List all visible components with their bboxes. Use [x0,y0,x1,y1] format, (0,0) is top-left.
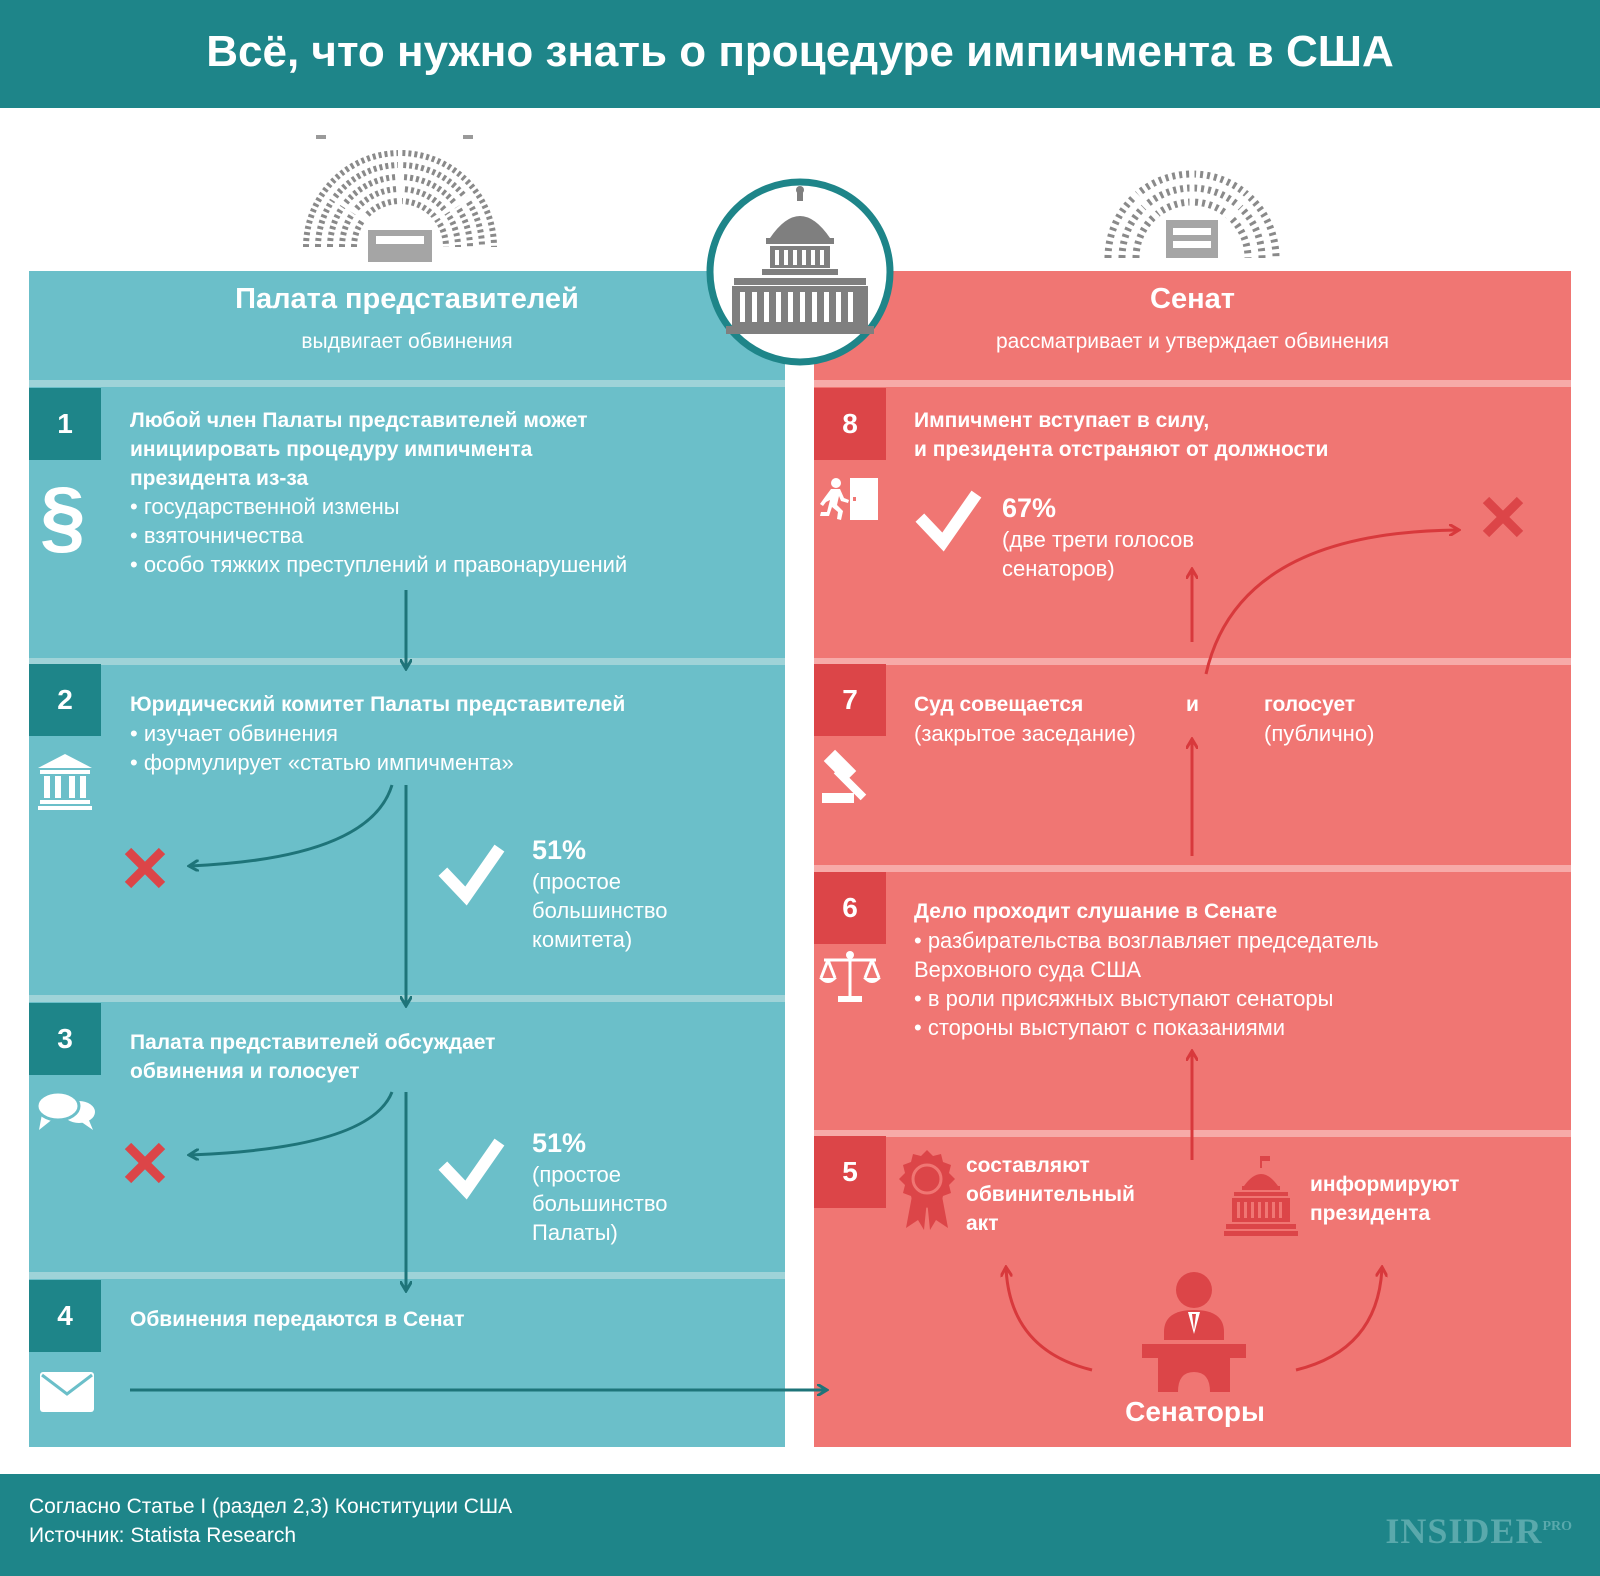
award-seal-icon [899,1150,955,1230]
page-title: Всё, что нужно знать о процедуре импичме… [206,27,1394,76]
step-7-right-bold: голосует [1264,693,1356,716]
courthouse-icon [38,754,92,810]
step-7-left-text: (закрытое заседание) [914,721,1136,746]
step-3-percent: 51% [532,1128,587,1158]
step-5-right-text: информируют президента [1310,1173,1460,1225]
separator [814,658,1571,665]
separator [29,380,785,387]
brand-name: INSIDER [1385,1511,1543,1551]
senate-panel [814,271,1571,1447]
exit-door-icon [820,478,878,520]
section-sign-icon: § [40,471,86,562]
footer-bar [0,1474,1600,1576]
footer-note: Согласно Статье I (раздел 2,3) Конституц… [29,1495,513,1518]
step-8-percent: 67% [1002,493,1057,523]
step-4-heading: Обвинения передаются в Сенат [130,1308,465,1331]
arrow-up-left [1006,1268,1093,1372]
step-6-item: • разбирательства возглавляет председате… [914,928,1379,982]
brand-logo: INSIDERPRO [1385,1510,1572,1552]
capitol-medallion [706,178,894,366]
step-number: 3 [29,1003,101,1075]
arrow-reject [1204,530,1458,675]
arrow-up-right [1295,1268,1382,1372]
cross-icon [124,847,166,889]
step-2-item: • формулирует «статью импичмента» [130,750,514,775]
cross-icon [1482,496,1524,538]
brand-sup: PRO [1542,1519,1572,1534]
step-5-left-text: составляют обвинительный акт [966,1154,1135,1235]
step-7-right-text: (публично) [1264,721,1375,746]
step-6-item: • в роли присяжных выступают сенаторы [914,986,1334,1011]
step-8-percent-text: (две трети голосов сенаторов) [1002,527,1195,581]
capitol-small-icon [1224,1156,1298,1236]
step-number: 1 [29,388,101,460]
step-number: 8 [814,388,886,460]
step-number: 5 [814,1136,886,1208]
step-2-heading: Юридический комитет Палаты представителе… [130,693,626,716]
step-2-percent-text: (простое большинство комитета) [532,869,668,952]
senate-title: Сенат [1150,283,1235,315]
step-8-heading: Импичмент вступает в силу, и президента … [914,409,1329,461]
check-icon [915,490,982,552]
step-1-item: • особо тяжких преступлений и правонаруш… [130,552,628,577]
step-3-percent-text: (простое большинство Палаты) [532,1162,668,1245]
step-2-item: • изучает обвинения [130,721,338,746]
house-title: Палата представителей [235,283,579,315]
chat-bubbles-icon [36,1090,95,1130]
house-chamber-icon [303,135,497,262]
senator-podium-icon [1142,1272,1246,1392]
step-3-heading: Палата представителей обсуждает обвинени… [130,1031,496,1083]
arrow-reject [190,1091,394,1155]
scales-icon [819,951,881,1002]
senate-subtitle: рассматривает и утверждает обвинения [995,330,1390,353]
step-1-item: • взяточничества [130,523,304,548]
step-number: 4 [29,1280,101,1352]
step-number: 6 [814,872,886,944]
gavel-icon [822,749,867,803]
check-icon [438,1138,505,1200]
separator [814,865,1571,872]
step-number: 2 [29,664,101,736]
cross-icon [124,1142,166,1184]
step-6-heading: Дело проходит слушание в Сенате [914,900,1278,923]
arrow-reject [190,784,394,866]
step-6-item: • стороны выступают с показаниями [914,1015,1286,1040]
header-bar [0,0,1600,108]
step-2-percent: 51% [532,835,587,865]
house-subtitle: выдвигает обвинения [301,330,513,353]
check-icon [438,844,505,906]
envelope-icon [40,1372,94,1412]
senate-chamber-icon [1104,168,1280,259]
step-7-and: и [1186,693,1199,716]
step-7-left-bold: Суд совещается [914,693,1084,716]
step-1-heading: Любой член Палаты представителей может и… [130,409,588,490]
separator [814,380,1571,387]
footer-source: Источник: Statista Research [29,1524,297,1547]
senators-label: Сенаторы [1125,1396,1265,1427]
step-1-item: • государственной измены [130,494,400,519]
step-number: 7 [814,664,886,736]
